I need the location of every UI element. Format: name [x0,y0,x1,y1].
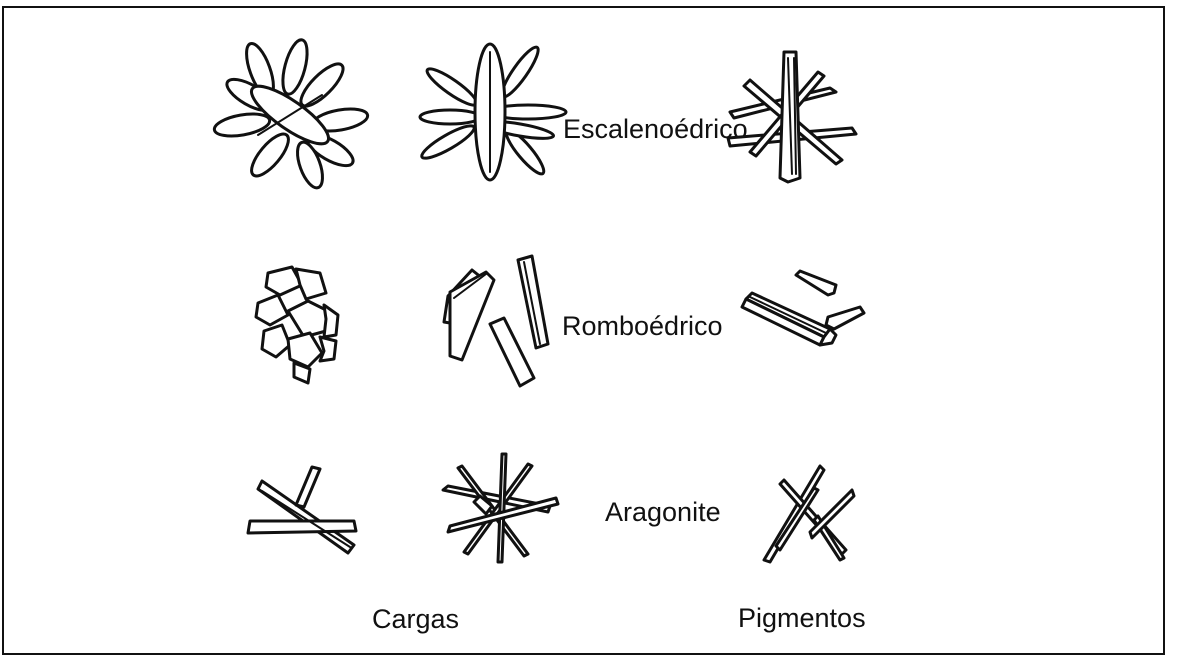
pigments-column-label: Pigmentos [738,605,866,632]
scalenohedral-label: Escalenoédrico [563,116,748,143]
fillers-column-label: Cargas [372,606,459,633]
rhombohedral-filler-cluster [256,267,338,383]
rhombohedral-pigment-prisms [742,271,864,345]
aragonite-filler-rods [248,467,356,553]
scalenohedral-filler-cluster [213,37,370,191]
rhombohedral-label: Romboédrico [562,313,723,340]
rhombohedral-filler-prisms [444,256,548,386]
aragonite-filler-needle-star [443,454,558,562]
aragonite-pigment-needles [764,466,854,562]
scalenohedral-filler-star [419,43,566,180]
aragonite-label: Aragonite [605,499,721,526]
